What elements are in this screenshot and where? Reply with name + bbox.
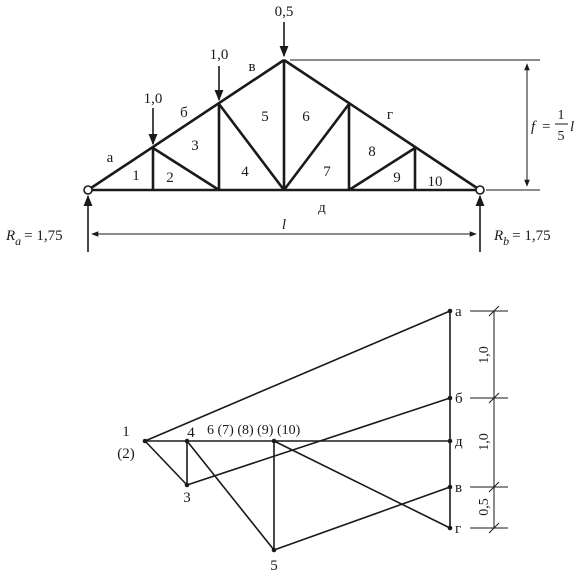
span-label: l bbox=[282, 217, 286, 233]
support-left bbox=[83, 185, 93, 195]
height-label-bg bbox=[528, 104, 578, 148]
zone-letters: а б в г д bbox=[107, 59, 393, 216]
scale-label-2: 1,0 bbox=[477, 433, 492, 451]
scale-label-1: 1,0 bbox=[477, 346, 492, 364]
point-1-label: 1 bbox=[122, 424, 130, 440]
scale-tick-4 bbox=[488, 522, 500, 534]
height-l: l bbox=[570, 119, 574, 135]
point-v-label: в bbox=[455, 480, 462, 496]
top-chord-right bbox=[283, 58, 481, 192]
reactions: Ra= 1,75 Rb= 1,75 bbox=[5, 194, 551, 252]
point-4-label: 4 bbox=[187, 425, 195, 441]
point-g-label: г bbox=[455, 521, 461, 537]
zone-b: б bbox=[180, 105, 188, 121]
point-b-label: б bbox=[455, 391, 463, 407]
force-diagram: а б д в г 1 (2) 4 3 5 6 (7) (8) (9) (10)… bbox=[117, 304, 508, 574]
points-6-10-label: 6 (7) (8) (9) (10) bbox=[207, 423, 301, 438]
node-g bbox=[447, 525, 453, 531]
force-scale: 1,0 1,0 0,5 bbox=[470, 305, 508, 534]
height-eq: = bbox=[542, 119, 550, 135]
zone-a: а bbox=[107, 150, 114, 166]
point-3-label: 3 bbox=[183, 490, 191, 506]
reaction-a-sub: a bbox=[15, 234, 21, 248]
scale-label-3: 0,5 bbox=[477, 498, 492, 516]
node-b bbox=[447, 395, 453, 401]
diagonal-2 bbox=[217, 103, 286, 191]
panel-3: 3 bbox=[191, 138, 199, 154]
height-den: 5 bbox=[558, 129, 565, 144]
node-d bbox=[447, 438, 453, 444]
reaction-b-value: = 1,75 bbox=[512, 228, 550, 244]
diagonal-4 bbox=[348, 146, 416, 192]
panel-5: 5 bbox=[261, 109, 269, 125]
ray-5-v bbox=[273, 486, 451, 551]
reaction-a-symbol: R bbox=[5, 228, 15, 244]
reaction-b-sub: b bbox=[503, 234, 509, 248]
ray-1-a bbox=[144, 310, 451, 442]
point-d-label: д bbox=[455, 434, 463, 450]
ray-1-3 bbox=[144, 440, 188, 486]
panel-6: 6 bbox=[302, 109, 310, 125]
scale-tick-1 bbox=[488, 305, 500, 317]
height-f: f bbox=[531, 119, 537, 135]
reaction-a-value: = 1,75 bbox=[24, 228, 62, 244]
zone-d: д bbox=[318, 200, 326, 216]
loads: 1,0 1,0 0,5 bbox=[144, 4, 294, 146]
ray-4-5 bbox=[186, 440, 275, 551]
load-label-1: 1,0 bbox=[144, 91, 163, 107]
point-a-label: а bbox=[455, 304, 462, 320]
reaction-b-symbol: R bbox=[493, 228, 503, 244]
truss bbox=[83, 58, 485, 195]
reaction-a-label: Ra= 1,75 bbox=[5, 228, 63, 248]
panel-1: 1 bbox=[132, 168, 140, 184]
span-dimension: l bbox=[91, 217, 477, 237]
panel-8: 8 bbox=[368, 144, 376, 160]
node-1 bbox=[142, 438, 148, 444]
scale-tick-3 bbox=[488, 481, 500, 493]
point-5-label: 5 bbox=[270, 558, 278, 574]
scale-tick-2 bbox=[488, 392, 500, 404]
node-v bbox=[447, 484, 453, 490]
height-num: 1 bbox=[558, 108, 565, 123]
diagonal-1 bbox=[152, 146, 220, 192]
panel-numbers: 1 2 3 4 5 6 7 8 9 10 bbox=[132, 109, 442, 190]
node-6 bbox=[271, 438, 277, 444]
point-2-label: (2) bbox=[117, 446, 135, 462]
support-right bbox=[475, 185, 485, 195]
panel-4: 4 bbox=[241, 164, 249, 180]
node-a bbox=[447, 308, 453, 314]
panel-9: 9 bbox=[393, 170, 401, 186]
reaction-b-label: Rb= 1,75 bbox=[493, 228, 551, 248]
height-dimension: f = 1 5 l bbox=[290, 59, 578, 191]
panel-7: 7 bbox=[323, 164, 331, 180]
load-label-3: 0,5 bbox=[275, 4, 294, 20]
node-3 bbox=[184, 482, 190, 488]
node-5 bbox=[271, 547, 277, 553]
load-label-2: 1,0 bbox=[210, 47, 229, 63]
panel-10: 10 bbox=[428, 174, 443, 190]
zone-v: в bbox=[248, 59, 255, 75]
panel-2: 2 bbox=[166, 170, 174, 186]
ray-3-b bbox=[186, 397, 451, 486]
ray-6-g bbox=[273, 440, 451, 529]
zone-g: г bbox=[387, 107, 393, 123]
node-4 bbox=[184, 438, 190, 444]
diagonal-3 bbox=[282, 103, 351, 191]
top-chord-left bbox=[87, 58, 285, 192]
